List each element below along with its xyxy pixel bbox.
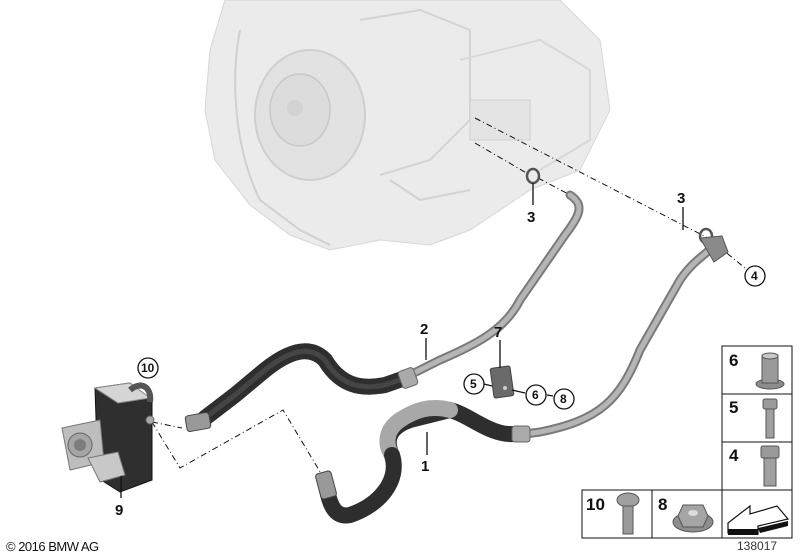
callout-2: 2 bbox=[420, 321, 428, 338]
callout-8-circle bbox=[553, 388, 575, 410]
torx-screw-head-icon bbox=[616, 492, 640, 508]
hardware-box-5[interactable]: 5 bbox=[729, 398, 778, 439]
callout-5-circle bbox=[463, 373, 485, 395]
callout-6-circle bbox=[525, 384, 547, 406]
callout-3a: 3 bbox=[527, 209, 535, 226]
diagram-number: 138017 bbox=[737, 539, 778, 553]
hardware-box-10[interactable]: 10 bbox=[586, 492, 640, 535]
hardware-box-8[interactable]: 8 bbox=[658, 495, 714, 533]
hardware-legend bbox=[581, 345, 793, 539]
oil-cooler-line-1[interactable] bbox=[315, 235, 729, 524]
callout-leaders bbox=[120, 183, 684, 498]
bracket-7[interactable] bbox=[489, 365, 515, 399]
hardware-box-arrow bbox=[727, 504, 790, 535]
copyright-text: © 2016 BMW AG bbox=[6, 539, 99, 554]
torx-screw-shank-icon bbox=[622, 505, 634, 535]
hardware-box-4[interactable]: 4 bbox=[729, 445, 780, 487]
flange-bolt-head-icon bbox=[760, 445, 780, 459]
callout-8: 8 bbox=[560, 392, 567, 406]
callout-3b: 3 bbox=[677, 190, 685, 207]
transmission-housing bbox=[204, 0, 611, 251]
svg-text:4: 4 bbox=[729, 446, 739, 465]
hardware-box-6[interactable]: 6 bbox=[729, 351, 785, 390]
callout-1: 1 bbox=[421, 458, 429, 475]
svg-text:10: 10 bbox=[586, 495, 605, 514]
flange-bolt-shank-icon bbox=[763, 457, 777, 487]
svg-text:5: 5 bbox=[729, 398, 738, 417]
callouts: 3 3 2 7 1 9 4 5 6 8 10 bbox=[115, 190, 766, 519]
hex-bolt-head-icon bbox=[762, 398, 778, 410]
callout-10: 10 bbox=[141, 361, 155, 375]
callout-5: 5 bbox=[470, 377, 477, 391]
oil-cooler-9[interactable] bbox=[61, 382, 155, 493]
oil-cooler-line-2[interactable] bbox=[184, 190, 584, 432]
callout-6: 6 bbox=[532, 388, 539, 402]
callout-7: 7 bbox=[494, 324, 502, 341]
assembly-lines bbox=[151, 117, 746, 481]
hex-bolt-shank-icon bbox=[765, 408, 775, 439]
callout-4-circle bbox=[744, 265, 766, 287]
callout-4: 4 bbox=[751, 269, 758, 283]
callout-10-circle bbox=[137, 357, 159, 379]
svg-text:6: 6 bbox=[729, 351, 738, 370]
svg-text:8: 8 bbox=[658, 495, 667, 514]
callout-9: 9 bbox=[115, 502, 123, 519]
